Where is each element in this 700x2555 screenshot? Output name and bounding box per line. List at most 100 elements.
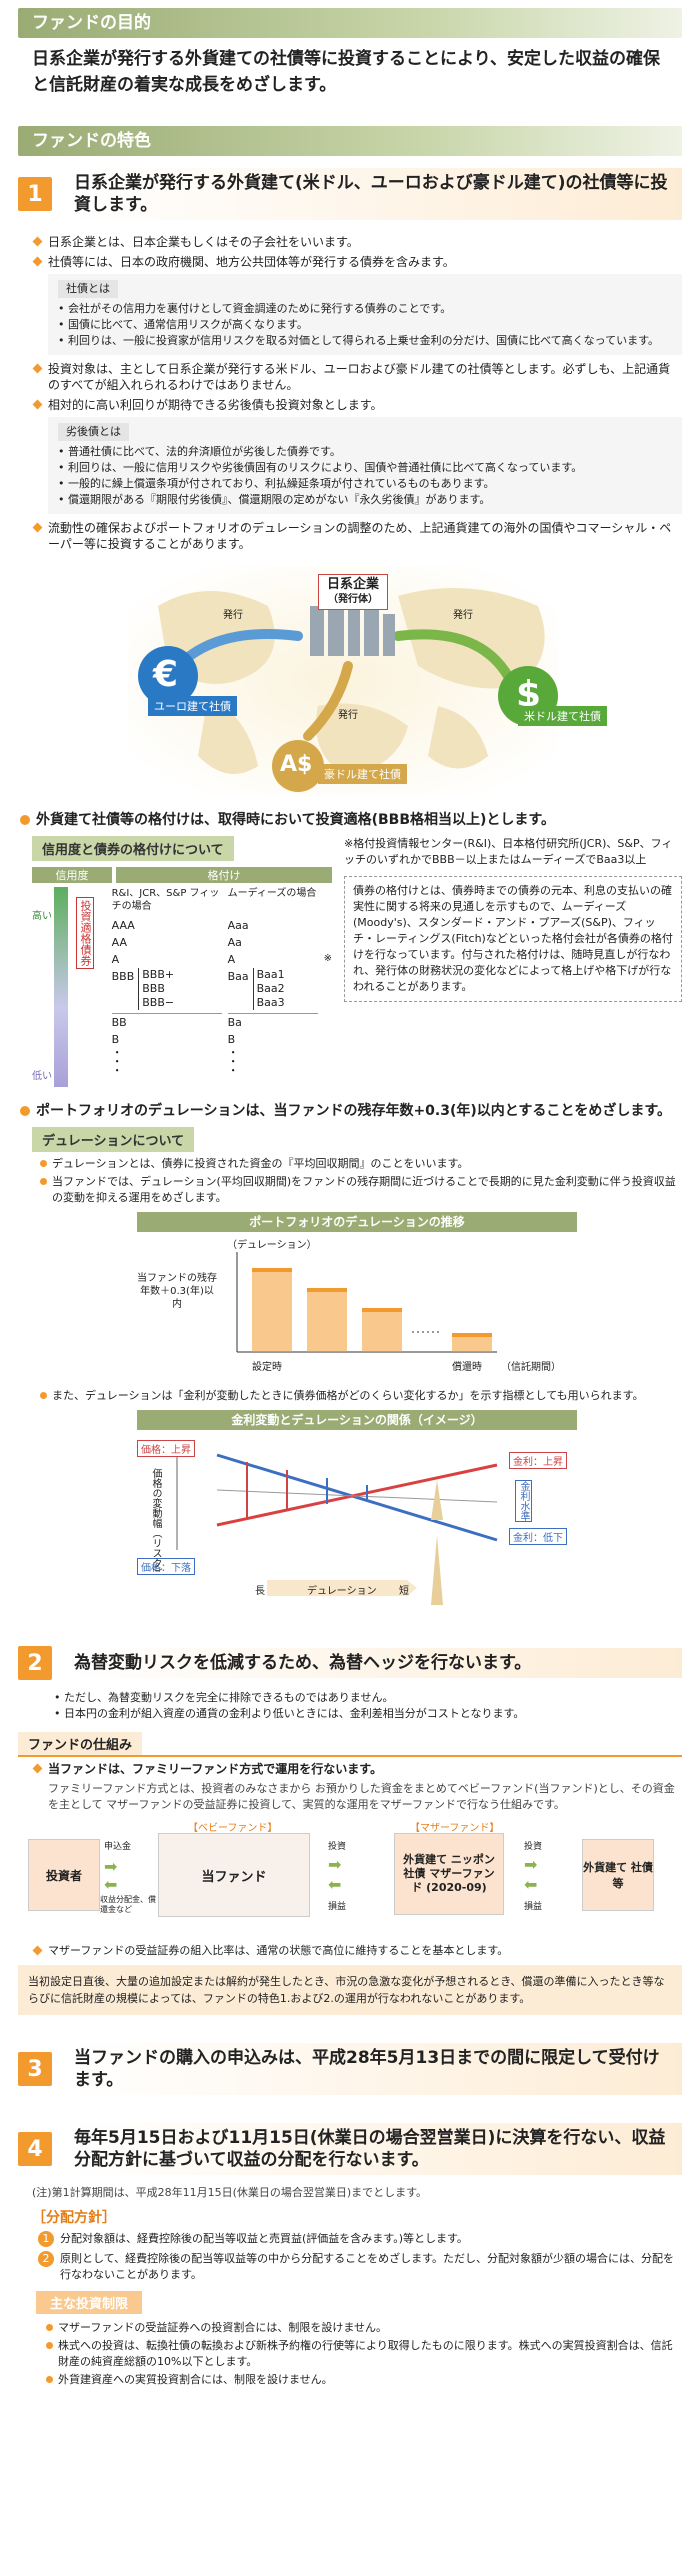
aud-bond-label: 豪ドル建て社債 xyxy=(318,764,407,784)
distribution-label: 収益分配金、償還金など xyxy=(100,1895,156,1914)
duration-axis-long: 長 xyxy=(255,1586,265,1597)
invest-label-2: 投資 xyxy=(524,1842,543,1852)
rating-dot: ・ xyxy=(227,1064,239,1077)
price-down-label: 価格：下落 xyxy=(137,1558,195,1575)
issue-label-left: 発行 xyxy=(223,610,243,621)
rating-baa2: Baa2 xyxy=(256,982,285,995)
arrow-right-icon: ➡ xyxy=(524,1855,538,1874)
credit-low: 低い xyxy=(32,1071,52,1082)
rating-aaa: AAA xyxy=(111,919,135,932)
rating-baa: Baa xyxy=(227,970,249,983)
rating-explain: 債券の格付けとは、債券時までの債券の元本、利息の支払いの確実性に関する将来の見通… xyxy=(344,876,682,1002)
policy-list: 1 分配対象額は、経費控除後の配当等収益と売買益(評価益を含みます。)等とします… xyxy=(38,2231,682,2283)
arrow-left-icon: ⬅ xyxy=(524,1875,538,1894)
arrow-left-icon: ⬅ xyxy=(328,1875,342,1894)
duration-chart-1-x1: 償還時 xyxy=(452,1362,482,1373)
hedge-note-1: ただし、為替変動リスクを完全に排除できるものではありません。 xyxy=(54,1690,682,1706)
duration-def-1: デュレーションとは、債券に投資された資金の『平均回収期間』のことをいいます。 xyxy=(38,1156,682,1172)
rating-col-sp: R&I、JCR、S&P フィッチの場合 AAA AA A BBB BBB+ BB… xyxy=(111,887,222,1087)
limit-label: 主な投資制限 xyxy=(36,2291,143,2314)
purpose-band: ファンドの目的 xyxy=(18,8,682,38)
limit-item-3: 外貨建資産への実質投資割合には、制限を設けません。 xyxy=(44,2372,682,2388)
features-band: ファンドの特色 xyxy=(18,126,682,156)
policy-label: ［分配方針］ xyxy=(32,2210,116,2226)
duration-chart-1-ylabel: （デュレーション） xyxy=(227,1240,317,1251)
rating-columns: R&I、JCR、S&P フィッチの場合 AAA AA A BBB BBB+ BB… xyxy=(111,887,332,1087)
bond-def-item: 会社がその信用力を裏付けとして資金調達のために発行する債券のことです。 xyxy=(58,301,672,317)
sub-def-item: 償還期限がある『期限付劣後債』、償還期限の定めがない『永久劣後債』があります。 xyxy=(58,492,672,508)
rating-dot: ・ xyxy=(227,1055,239,1068)
mechanism-tag: ファンドの仕組み xyxy=(18,1732,143,1755)
rating-dot: ・ xyxy=(111,1046,123,1059)
rating-bullet: 外貨建て社債等の格付けは、取得時において投資適格(BBB格相当以上)とします。 xyxy=(18,810,682,830)
price-variation-label: 価格の変動幅（リスク） xyxy=(149,1468,161,1578)
duration-chart-2-title: 金利変動とデュレーションの関係（イメージ） xyxy=(137,1410,577,1430)
section-3-title: 当ファンドの購入の申込みは、平成28年5月13日までの間に限定して受付けます。 xyxy=(66,2043,682,2095)
limit-list: マザーファンドの受益証券への投資割合には、制限を設けません。 株式への投資は、転… xyxy=(38,2320,682,2388)
rating-col-grade: 格付け xyxy=(116,867,332,883)
rate-duration-graphic xyxy=(176,1450,498,1605)
policy-text-2: 原則として、経費控除後の配当等収益等の中から分配することをめざします。ただし、分… xyxy=(60,2252,675,2281)
rating-header-moodys: ムーディーズの場合 xyxy=(227,888,317,899)
arrow-right-icon: ➡ xyxy=(104,1857,118,1876)
mechanism-bullet: 当ファンドは、ファミリーファンド方式で運用を行ないます。 xyxy=(32,1761,682,1777)
invest-label-1: 投資 xyxy=(328,1842,347,1852)
usd-bond-label: 米ドル建て社債 xyxy=(518,706,607,726)
duration-section: デュレーションについて デュレーションとは、債券に投資された資金の『平均回収期間… xyxy=(32,1127,682,1620)
rating-bbb-group: BBB BBB+ BBB BBB− xyxy=(112,968,222,1010)
s1-bullet-3: 投資対象は、主として日系企業が発行する米ドル、ユーロおよび豪ドル建ての社債等とし… xyxy=(32,361,682,393)
mother-fund-label: 【マザーファンド】 xyxy=(410,1823,500,1834)
policy-text-1: 分配対象額は、経費控除後の配当等収益と売買益(評価益を含みます。)等とします。 xyxy=(60,2232,468,2245)
duration-chart-2-body: 価格：上昇 価格：下落 価格の変動幅（リスク） 金利：上昇 金利：低下 金利水準… xyxy=(137,1430,577,1620)
purpose-text: 日系企業が発行する外貨建ての社債等に投資することにより、安定した収益の確保と信託… xyxy=(32,49,660,95)
rating-right: ※格付投資情報センター(R&I)、日本格付研究所(JCR)、S&P、フィッチのい… xyxy=(344,836,682,1087)
rating-baa3: Baa3 xyxy=(256,996,285,1009)
rating-bbb-sub: BBB+ BBB BBB− xyxy=(138,968,174,1010)
rating-a-m: A xyxy=(227,953,236,966)
mechanism-tag-wrap: ファンドの仕組み xyxy=(18,1732,682,1757)
issue-label-bottom: 発行 xyxy=(338,710,358,721)
issuer-title: 日系企業 xyxy=(327,577,380,592)
rating-bbb: BBB xyxy=(111,970,135,983)
caution-box: 当初設定日直後、大量の追加設定または解約が発生したとき、市況の急激な変化が予想さ… xyxy=(18,1965,682,2015)
mother-fund-box: 外貨建て ニッポン社債 マザーファンド (2020-09) xyxy=(394,1833,504,1915)
investor-box: 投資者 xyxy=(28,1839,100,1911)
duration-chart-1-left-label: 当ファンドの残存年数＋0.3(年)以内 xyxy=(137,1273,217,1310)
rating-baa-sub: Baa1 Baa2 Baa3 xyxy=(252,968,285,1010)
section-4-title: 毎年5月15日および11月15日(休業日の場合翌営業日)に決算を行ない、収益分配… xyxy=(66,2123,682,2175)
section-2-number: 2 xyxy=(18,1646,52,1680)
duration-chart-1-title: ポートフォリオのデュレーションの推移 xyxy=(137,1212,577,1232)
mother-fund-note: マザーファンドの受益証券の組入比率は、通常の状態で高位に維持することを基本としま… xyxy=(32,1943,682,1959)
rating-section: 信用度と債券の格付けについて 信用度 格付け 高い 低い 投資適格債券 R&I、… xyxy=(32,836,682,1087)
duration-chart-1-xlabel: （信託期間） xyxy=(501,1362,561,1373)
limit-item-2: 株式への投資は、転換社債の転換および新株予約権の行使等により取得したものに限りま… xyxy=(44,2338,682,2370)
rating-col-credit: 信用度 xyxy=(32,867,112,883)
sub-def-item: 利回りは、一般に信用リスクや劣後債固有のリスクにより、国債や普通社債に比べて高く… xyxy=(58,460,672,476)
bond-def-item: 国債に比べて、通常信用リスクが高くなります。 xyxy=(58,317,672,333)
s1-bullet-2: 社債等には、日本の政府機関、地方公共団体等が発行する債券を含みます。 xyxy=(32,254,682,270)
investment-grade-label: 投資適格債券 xyxy=(76,897,94,969)
price-variation-text: 価格の変動幅 xyxy=(150,1468,161,1528)
rating-note: ※格付投資情報センター(R&I)、日本格付研究所(JCR)、S&P、フィッチのい… xyxy=(344,837,673,866)
rating-b-m: B xyxy=(227,1033,236,1046)
target-box: 外貨建て 社債等 xyxy=(582,1839,654,1911)
rate-level-label: 金利水準 xyxy=(515,1480,532,1522)
issuance-map: 日系企業 （発行体） 発行 発行 発行 € $ A$ ユーロ建て社債 米ドル建て… xyxy=(18,566,682,796)
policy-num-1: 1 xyxy=(38,2231,54,2247)
apply-label: 申込金 xyxy=(104,1842,132,1852)
bond-definition-box: 社債とは 会社がその信用力を裏付けとして資金調達のために発行する債券のことです。… xyxy=(48,274,682,355)
rating-bb: BB xyxy=(111,1013,222,1031)
risk-text: （リスク） xyxy=(150,1528,161,1578)
rating-baa-group: Baa Baa1 Baa2 Baa3 xyxy=(228,968,318,1010)
rating-b: B xyxy=(111,1033,120,1046)
rating-header-sp: R&I、JCR、S&P フィッチの場合 xyxy=(111,888,220,912)
rating-a: A xyxy=(111,953,120,966)
duration-bullet: ポートフォリオのデュレーションは、当ファンドの残存年数+0.3(年)以内とするこ… xyxy=(18,1101,682,1121)
rating-baa1: Baa1 xyxy=(256,968,285,981)
arrow-right-icon: ➡ xyxy=(328,1855,342,1874)
section-2-title: 為替変動リスクを低減するため、為替ヘッジを行ないます。 xyxy=(66,1648,682,1678)
section-2-header: 2 為替変動リスクを低減するため、為替ヘッジを行ないます。 xyxy=(18,1634,682,1690)
loss-label-2: 損益 xyxy=(524,1902,543,1912)
duration-tag: デュレーションについて xyxy=(32,1127,195,1152)
rate-down-label: 金利：低下 xyxy=(509,1528,567,1545)
